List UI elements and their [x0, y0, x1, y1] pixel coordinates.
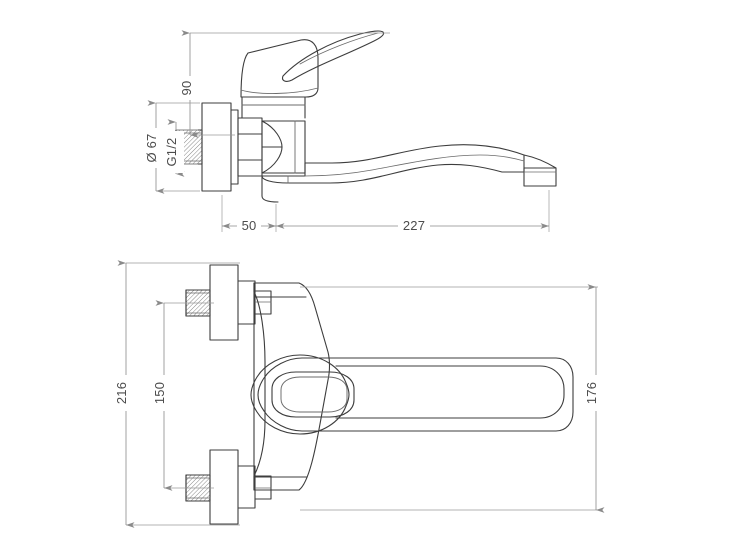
- dimension-90-label: 90: [179, 81, 194, 96]
- mixer-body-front: [253, 282, 331, 491]
- spout-shank-side: [261, 175, 279, 203]
- front-elevation-view: [185, 264, 574, 525]
- dimension-216-label: 216: [114, 382, 129, 404]
- lever-cap-side: [240, 39, 319, 98]
- dimension-diameter-67-label: Ø 67: [144, 134, 159, 163]
- dimension-thread-g-half-label: G1/2: [164, 138, 179, 167]
- lever-arm-side: [282, 30, 385, 82]
- front-view-dimension-labels: 216 150 176: [114, 375, 604, 411]
- dimension-50-label: 50: [242, 218, 257, 233]
- lower-connector-stub: [254, 475, 272, 500]
- lever-handle-front: [250, 354, 574, 435]
- dimension-150-label: 150: [152, 382, 167, 404]
- dimension-227-label: 227: [403, 218, 425, 233]
- side-view-dimension-labels: 90 Ø 67 G1/2 50 227: [144, 76, 430, 233]
- dimension-176-label: 176: [584, 382, 599, 404]
- spout-side: [261, 144, 557, 187]
- spout-front: [335, 365, 565, 419]
